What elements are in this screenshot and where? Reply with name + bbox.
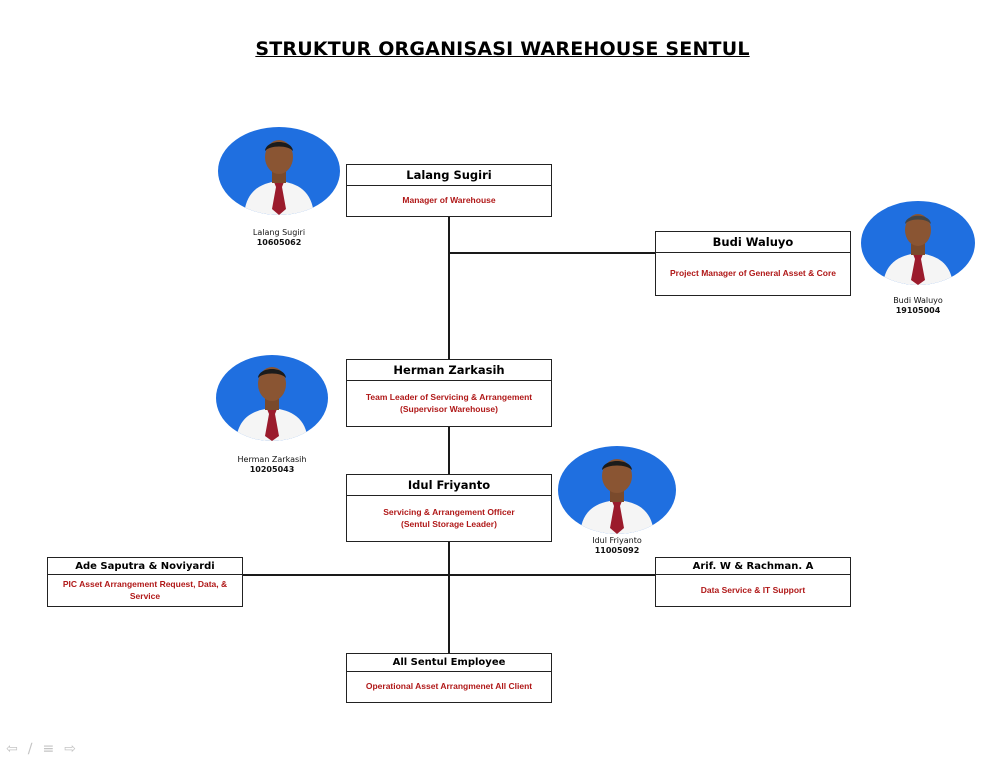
caption-budi-name: Budi Waluyo: [893, 296, 943, 305]
arrow-right-icon[interactable]: ⇨: [64, 741, 76, 757]
pic-box[interactable]: Ade Saputra & Noviyardi PIC Asset Arrang…: [47, 557, 243, 607]
caption-herman-name: Herman Zarkasih: [237, 455, 307, 464]
team-leader-box[interactable]: Herman Zarkasih Team Leader of Servicing…: [346, 359, 552, 427]
pic-role-line2: Service: [129, 590, 161, 601]
team-leader-role-line1: Team Leader of Servicing & Arrangement: [365, 391, 533, 402]
caption-herman-zarkasih: Herman Zarkasih 10205043: [212, 455, 332, 475]
employees-name: All Sentul Employee: [347, 654, 551, 672]
caption-idul-name: Idul Friyanto: [592, 536, 642, 545]
caption-idul-friyanto: Idul Friyanto 11005092: [558, 536, 676, 556]
photo-lalang-sugiri: [218, 127, 340, 215]
employees-box[interactable]: All Sentul Employee Operational Asset Ar…: [346, 653, 552, 703]
project-manager-role: Project Manager of General Asset & Core: [670, 268, 836, 279]
officer-box[interactable]: Idul Friyanto Servicing & Arrangement Of…: [346, 474, 552, 542]
connector-officer-branches: [243, 574, 656, 576]
team-leader-name: Herman Zarkasih: [347, 360, 551, 381]
caption-idul-id: 11005092: [594, 546, 640, 555]
officer-role-line1: Servicing & Arrangement Officer: [383, 506, 515, 517]
person-avatar-icon: [244, 140, 314, 215]
person-avatar-icon: [883, 214, 953, 285]
pic-role: PIC Asset Arrangement Request, Data, & S…: [48, 575, 242, 606]
data-service-role: Data Service & IT Support: [700, 584, 806, 595]
connector-manager-project: [448, 252, 656, 254]
project-manager-box[interactable]: Budi Waluyo Project Manager of General A…: [655, 231, 851, 296]
menu-icon[interactable]: ≡: [42, 741, 55, 757]
caption-lalang-id: 10605062: [256, 238, 302, 247]
slide-nav: ⇦ ∕ ≡ ⇨: [6, 741, 76, 757]
officer-role: Servicing & Arrangement Officer (Sentul …: [347, 496, 551, 541]
connector-main-vertical: [448, 216, 450, 654]
data-service-box[interactable]: Arif. W & Rachman. A Data Service & IT S…: [655, 557, 851, 607]
pen-icon[interactable]: ∕: [27, 741, 33, 757]
page-title: STRUKTUR ORGANISASI WAREHOUSE SENTUL: [255, 38, 750, 60]
arrow-left-icon[interactable]: ⇦: [6, 741, 18, 757]
photo-budi-waluyo: [861, 201, 975, 285]
caption-lalang-name: Lalang Sugiri: [252, 228, 306, 237]
pic-name: Ade Saputra & Noviyardi: [48, 558, 242, 575]
pic-role-line1: PIC Asset Arrangement Request, Data, &: [62, 579, 228, 590]
manager-name: Lalang Sugiri: [347, 165, 551, 186]
manager-box[interactable]: Lalang Sugiri Manager of Warehouse: [346, 164, 552, 217]
project-manager-name: Budi Waluyo: [656, 232, 850, 253]
caption-budi-id: 19105004: [895, 306, 941, 315]
caption-budi-waluyo: Budi Waluyo 19105004: [861, 296, 975, 316]
manager-role: Manager of Warehouse: [402, 195, 496, 206]
photo-idul-friyanto: [558, 446, 676, 534]
officer-name: Idul Friyanto: [347, 475, 551, 496]
employees-role: Operational Asset Arrangmenet All Client: [365, 681, 533, 692]
team-leader-role: Team Leader of Servicing & Arrangement (…: [347, 381, 551, 426]
person-avatar-icon: [580, 459, 654, 534]
caption-lalang-sugiri: Lalang Sugiri 10605062: [218, 228, 340, 248]
caption-herman-id: 10205043: [249, 465, 295, 474]
data-service-name: Arif. W & Rachman. A: [656, 558, 850, 575]
person-avatar-icon: [236, 367, 308, 441]
photo-herman-zarkasih: [216, 355, 328, 441]
team-leader-role-line2: (Supervisor Warehouse): [400, 403, 498, 414]
officer-role-line2: (Sentul Storage Leader): [401, 518, 497, 529]
